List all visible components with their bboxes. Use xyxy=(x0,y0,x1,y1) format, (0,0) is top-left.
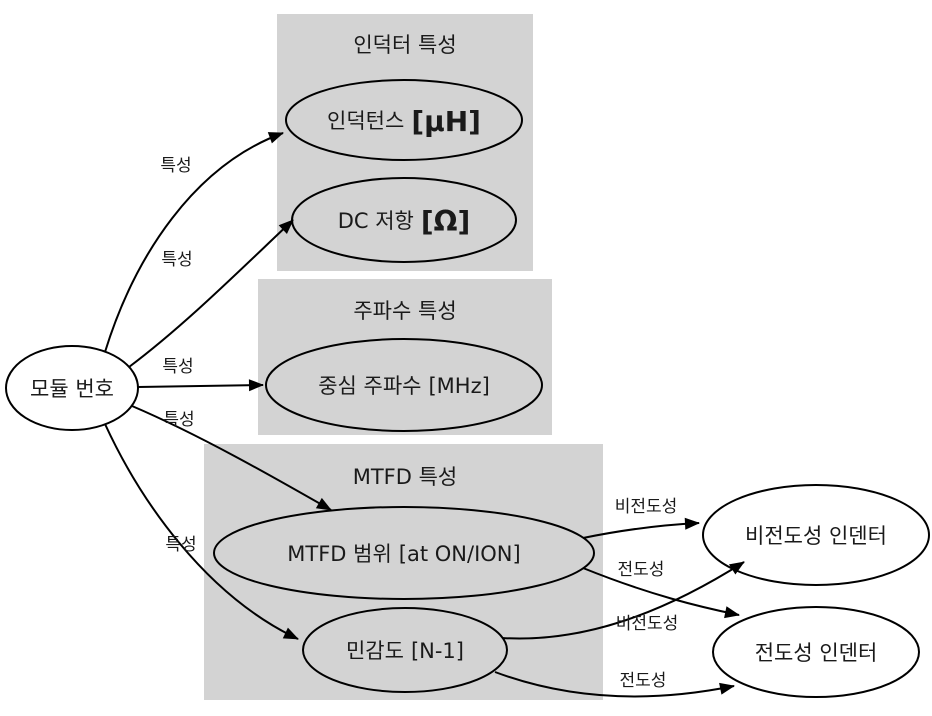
node-mtfd-range xyxy=(213,506,595,600)
node-dc-resistance-unit: [Ω] xyxy=(421,205,470,238)
node-center-frequency-text: 중심 주파수 xyxy=(318,374,421,398)
cluster-frequency-title: 주파수 특성 xyxy=(353,299,456,323)
edge-label-conductive-2: 전도성 xyxy=(620,671,667,691)
node-sensitivity xyxy=(302,607,508,693)
node-dc-resistance-text: DC 저항 xyxy=(338,209,414,233)
node-center-frequency-unit: [MHz] xyxy=(428,374,489,398)
cluster-mtfd-title: MTFD 특성 xyxy=(353,465,458,489)
edge-module-to-dc-resistance xyxy=(128,219,294,368)
node-conductive-indenter-label: 전도성 인덴터 xyxy=(755,641,878,665)
edge-label-characteristic-2: 특성 xyxy=(161,250,192,270)
edge-sensitivity-to-conductive xyxy=(494,671,735,698)
node-mtfd-range-label: MTFD 범위 [at ON/ION] xyxy=(287,542,520,566)
edge-module-to-center-frequency xyxy=(137,379,264,392)
edge-module-to-inductance xyxy=(104,132,284,353)
node-conductive-indenter xyxy=(712,606,920,698)
cluster-mtfd xyxy=(204,444,603,700)
node-dc-resistance-label: DC 저항 [Ω] xyxy=(338,205,471,238)
node-mtfd-range-text: MTFD 범위 xyxy=(287,542,392,566)
node-module-number xyxy=(5,345,139,431)
edge-module-to-sensitivity xyxy=(104,423,299,640)
edge-label-characteristic-5: 특성 xyxy=(165,535,196,555)
node-inductance-text: 인덕턴스 xyxy=(327,109,404,133)
edge-label-conductive-1: 전도성 xyxy=(618,560,665,580)
edge-label-nonconductive-2: 비전도성 xyxy=(616,614,679,634)
cluster-inductor xyxy=(277,14,533,271)
node-inductance-label: 인덕턴스 [μH] xyxy=(327,105,481,138)
node-nonconductive-indenter-label: 비전도성 인덴터 xyxy=(745,524,887,548)
edge-label-characteristic-3: 특성 xyxy=(162,357,193,377)
edge-module-to-mtfd-range xyxy=(131,405,332,511)
edge-label-characteristic-4: 특성 xyxy=(163,410,194,430)
node-center-frequency xyxy=(265,338,543,432)
node-inductance-unit: [μH] xyxy=(411,105,481,138)
node-mtfd-range-unit: [at ON/ION] xyxy=(399,542,521,566)
node-dc-resistance xyxy=(291,177,517,263)
cluster-frequency xyxy=(258,279,552,435)
node-module-number-label: 모듈 번호 xyxy=(30,377,114,401)
edge-sensitivity-to-nonconductive xyxy=(501,561,745,640)
node-center-frequency-label: 중심 주파수 [MHz] xyxy=(318,374,490,398)
edge-mtfd-range-to-nonconductive xyxy=(582,517,700,539)
cluster-inductor-title: 인덕터 특성 xyxy=(353,33,456,57)
edge-mtfd-range-to-conductive xyxy=(582,567,740,619)
node-sensitivity-unit: [N-1] xyxy=(411,639,464,663)
node-inductance xyxy=(285,79,523,161)
node-sensitivity-text: 민감도 xyxy=(346,639,404,663)
node-nonconductive-indenter xyxy=(702,484,930,586)
node-sensitivity-label: 민감도 [N-1] xyxy=(346,639,464,663)
edge-label-nonconductive-1: 비전도성 xyxy=(615,497,678,517)
edge-label-characteristic-1: 특성 xyxy=(160,156,191,176)
